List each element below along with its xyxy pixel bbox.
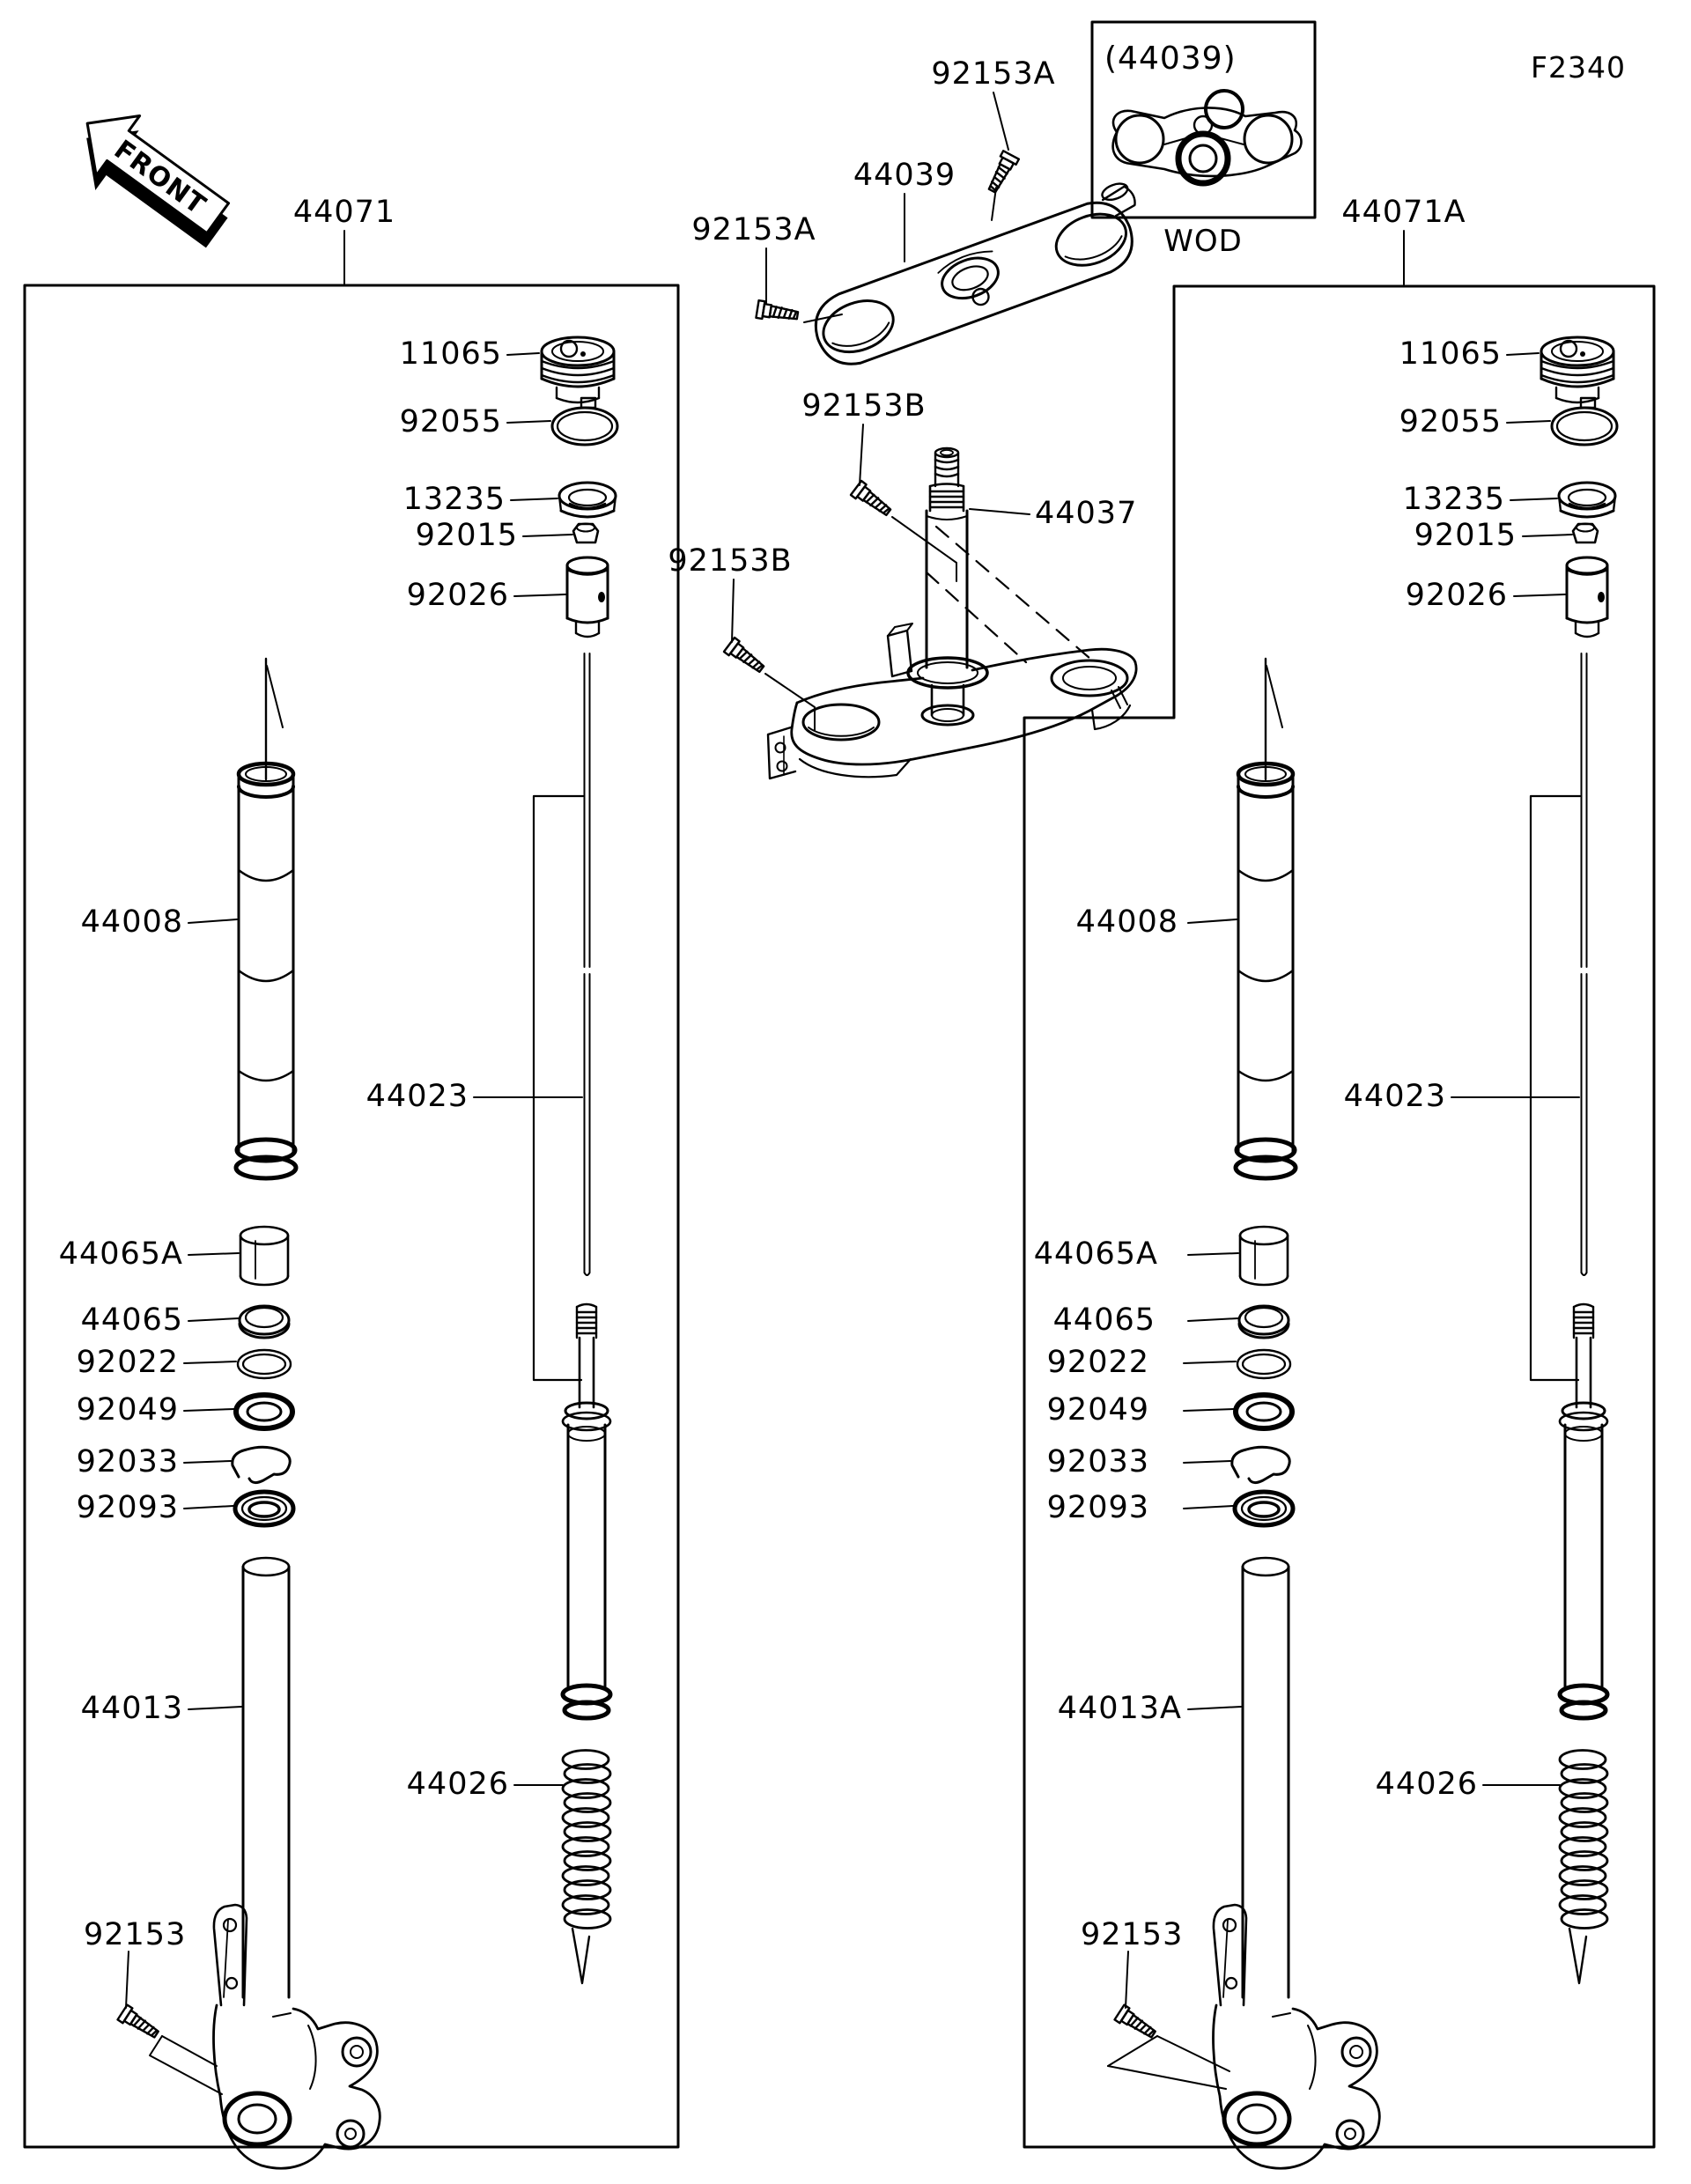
part-label-92033-left: 92033 — [77, 1444, 179, 1479]
page-code: F2340 — [1531, 50, 1626, 85]
part-label-92026-right: 92026 — [1406, 578, 1508, 613]
part-label-92093-left: 92093 — [77, 1490, 179, 1525]
inset-title: (44039) — [1104, 41, 1237, 77]
front-direction-marker: FRONT — [85, 114, 231, 248]
part-label-44065A-right: 44065A — [1034, 1236, 1158, 1272]
right-assembly-frame — [1023, 284, 1656, 2149]
part-label-44023-left: 44023 — [366, 1079, 469, 1114]
part-label-92026-left: 92026 — [407, 578, 509, 613]
part-label-92093-right: 92093 — [1047, 1490, 1149, 1525]
part-label-92153-right: 92153 — [1081, 1917, 1183, 1952]
part-label-44008-left: 44008 — [81, 904, 183, 940]
part-label-44023-right: 44023 — [1344, 1079, 1446, 1114]
part-label-92022-right: 92022 — [1047, 1345, 1149, 1380]
part-label-92015-right: 92015 — [1414, 518, 1517, 553]
part-label-92153B-top: 92153B — [801, 388, 926, 424]
part-label-92153A-top: 92153A — [931, 56, 1055, 92]
part-label-92049-right: 92049 — [1047, 1392, 1149, 1428]
inset-box: (44039) WOD — [1090, 20, 1317, 259]
upper-triple-clamp — [814, 182, 1136, 365]
part-label-92015-left: 92015 — [416, 518, 518, 553]
part-label-92055-left: 92055 — [400, 404, 502, 439]
part-label-13235-left: 13235 — [403, 482, 506, 517]
part-label-44071A: 44071A — [1341, 195, 1466, 230]
part-label-92033-right: 92033 — [1047, 1444, 1149, 1479]
part-label-92049-left: 92049 — [77, 1392, 179, 1428]
part-label-44071: 44071 — [293, 195, 395, 230]
part-label-44008-right: 44008 — [1076, 904, 1178, 940]
leader-lines — [125, 92, 1580, 2095]
part-label-92153B-left: 92153B — [668, 543, 792, 579]
part-label-92153-left: 92153 — [84, 1917, 186, 1952]
lower-triple-clamp — [766, 623, 1138, 780]
part-label-13235-right: 13235 — [1403, 482, 1505, 517]
part-label-44065A-left: 44065A — [59, 1236, 183, 1272]
part-label-92022-left: 92022 — [77, 1345, 179, 1380]
part-label-11065-left: 11065 — [400, 336, 502, 372]
upper-clamp-top-view — [1111, 89, 1303, 187]
inset-caption: WOD — [1163, 224, 1243, 259]
part-label-44013A: 44013A — [1058, 1691, 1182, 1726]
part-label-44037: 44037 — [1035, 496, 1137, 531]
part-labels: 44071 44071A 92153A 44039 92153A 92153B … — [59, 56, 1517, 1952]
part-label-92055-right: 92055 — [1399, 404, 1502, 439]
steering-stem — [906, 446, 1092, 727]
part-label-11065-right: 11065 — [1399, 336, 1502, 372]
part-label-92153A-left: 92153A — [691, 212, 816, 247]
part-label-44026-left: 44026 — [407, 1767, 509, 1802]
part-label-44065-left: 44065 — [81, 1302, 183, 1338]
part-label-44013: 44013 — [81, 1691, 183, 1726]
part-label-44026-right: 44026 — [1376, 1767, 1478, 1802]
part-label-44065-right: 44065 — [1053, 1302, 1156, 1338]
part-label-44039: 44039 — [853, 158, 956, 193]
